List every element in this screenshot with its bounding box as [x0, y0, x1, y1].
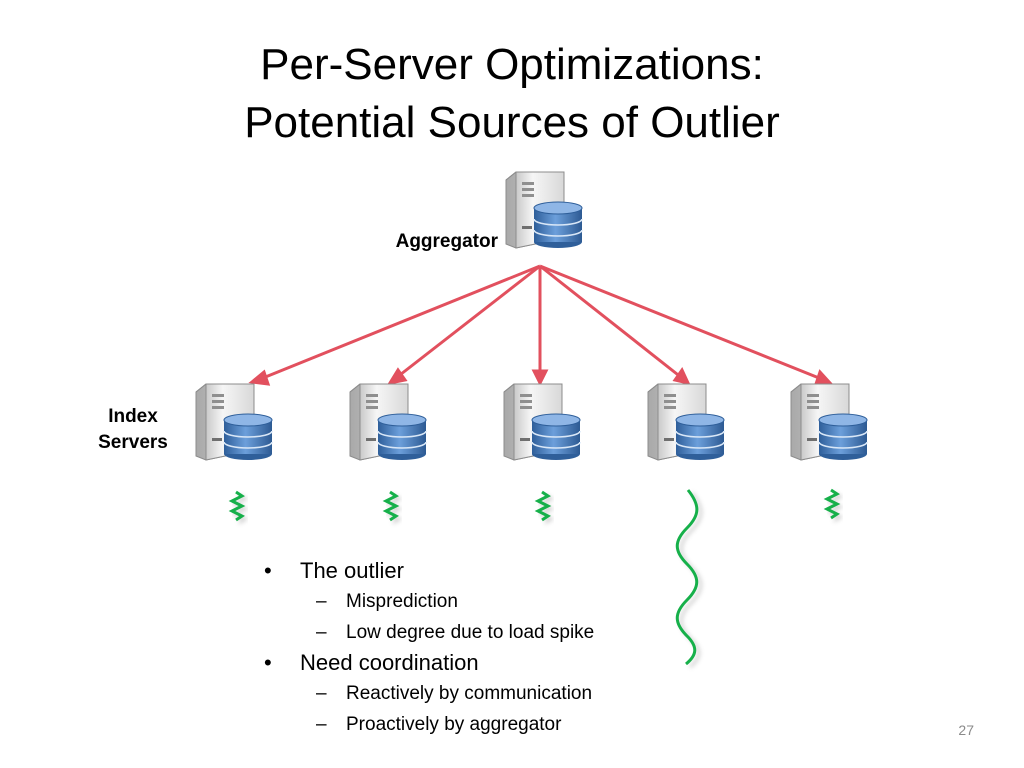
- arrow-to-server-2: [386, 264, 541, 386]
- index-server-icon: [790, 383, 868, 461]
- squiggle-delay-icon: [382, 490, 403, 525]
- title-line-1: Per-Server Optimizations:: [260, 40, 764, 89]
- aggregator-label: Aggregator: [395, 231, 498, 252]
- bullet-list: The outlier Misprediction Low degree due…: [258, 556, 678, 740]
- index-servers-label-line-2: Servers: [98, 432, 168, 453]
- sub-bullet-item: Low degree due to load spike: [258, 617, 678, 648]
- page-number: 27: [958, 722, 974, 738]
- index-server-icon: [503, 383, 581, 461]
- sub-bullet-item: Misprediction: [258, 586, 678, 617]
- index-server-icon: [349, 383, 427, 461]
- latency-squiggles: [228, 488, 844, 669]
- squiggle-delay-icon: [534, 490, 555, 525]
- slide-title: Per-Server Optimizations: Potential Sour…: [0, 36, 1024, 152]
- arrow-to-server-3: [531, 266, 549, 387]
- sub-bullet-item: Proactively by aggregator: [258, 709, 678, 740]
- index-servers-label-line-1: Index: [108, 406, 158, 427]
- arrow-to-server-4: [539, 264, 691, 386]
- squiggle-delay-icon: [823, 488, 844, 523]
- index-servers: [195, 383, 868, 461]
- bullet-item: The outlier: [258, 556, 678, 586]
- title-line-2: Potential Sources of Outlier: [244, 98, 780, 147]
- outlier-squiggle-delay-icon: [675, 489, 703, 669]
- sub-bullet-item: Reactively by communication: [258, 678, 678, 709]
- index-servers-label: Index Servers: [80, 404, 186, 456]
- arrow-to-server-5: [539, 264, 834, 386]
- arrow-to-server-1: [248, 264, 541, 386]
- index-server-icon: [647, 383, 725, 461]
- squiggle-delay-icon: [228, 490, 249, 525]
- request-arrows: [248, 264, 834, 387]
- index-server-icon: [195, 383, 273, 461]
- aggregator-server-icon: [505, 171, 583, 249]
- bullet-item: Need coordination: [258, 648, 678, 678]
